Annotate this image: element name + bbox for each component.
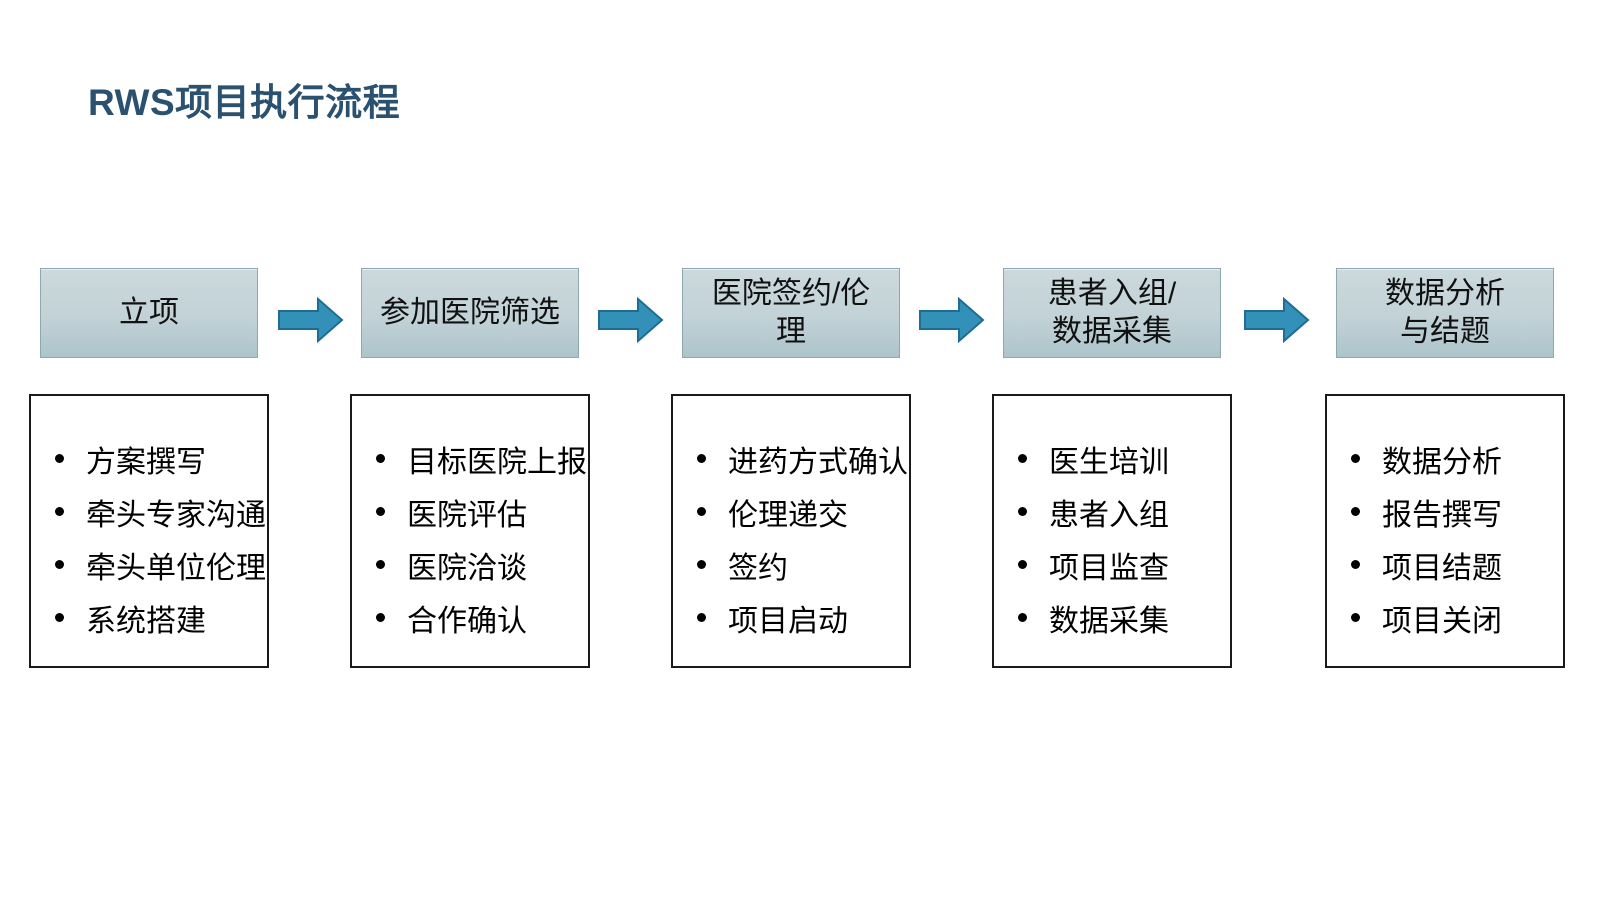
detail-list: 医生培训 患者入组 项目监查 数据采集	[994, 396, 1230, 644]
bullet-icon	[697, 560, 706, 569]
detail-box-enrollment-data: 医生培训 患者入组 项目监查 数据采集	[992, 394, 1232, 668]
list-item: 项目关闭	[1327, 591, 1563, 644]
bullet-icon	[1351, 454, 1360, 463]
bullet-icon	[1018, 507, 1027, 516]
list-item-label: 医院洽谈	[407, 551, 527, 585]
detail-box-signing-ethics: 进药方式确认 伦理递交 签约 项目启动	[671, 394, 911, 668]
list-item: 数据分析	[1327, 432, 1563, 485]
bullet-icon	[1018, 560, 1027, 569]
list-item-label: 报告撰写	[1382, 498, 1502, 532]
detail-box-initiation: 方案撰写 牵头专家沟通 牵头单位伦理 系统搭建	[29, 394, 269, 668]
list-item: 医院洽谈	[352, 538, 588, 591]
bullet-icon	[1351, 560, 1360, 569]
list-item-label: 项目监查	[1049, 551, 1169, 585]
bullet-icon	[697, 454, 706, 463]
bullet-icon	[1018, 613, 1027, 622]
list-item: 目标医院上报	[352, 432, 588, 485]
list-item: 报告撰写	[1327, 485, 1563, 538]
bullet-icon	[1351, 507, 1360, 516]
list-item: 系统搭建	[31, 591, 267, 644]
stage-box-hospital-screening: 参加医院筛选	[361, 268, 579, 358]
stage-title: 数据分析 与结题	[1385, 277, 1505, 348]
list-item-label: 项目关闭	[1382, 604, 1502, 638]
bullet-icon	[55, 560, 64, 569]
stage-box-signing-ethics: 医院签约/伦 理	[682, 268, 900, 358]
list-item-label: 签约	[728, 551, 788, 585]
list-item-label: 项目结题	[1382, 551, 1502, 585]
bullet-icon	[376, 560, 385, 569]
stage-column-enrollment-data: 患者入组/ 数据采集 医生培训 患者入组 项目监查 数据采集	[992, 268, 1232, 678]
stage-title: 立项	[119, 296, 179, 329]
bullet-icon	[1018, 454, 1027, 463]
bullet-icon	[55, 454, 64, 463]
list-item-label: 目标医院上报	[407, 445, 587, 479]
detail-list: 进药方式确认 伦理递交 签约 项目启动	[673, 396, 909, 644]
detail-list: 方案撰写 牵头专家沟通 牵头单位伦理 系统搭建	[31, 396, 267, 644]
list-item-label: 牵头单位伦理	[86, 551, 266, 585]
list-item: 伦理递交	[673, 485, 909, 538]
list-item-label: 进药方式确认	[728, 445, 908, 479]
list-item: 牵头单位伦理	[31, 538, 267, 591]
list-item-label: 方案撰写	[86, 445, 206, 479]
list-item-label: 医院评估	[407, 498, 527, 532]
bullet-icon	[376, 613, 385, 622]
stage-title: 参加医院筛选	[380, 296, 560, 329]
stage-box-enrollment-data: 患者入组/ 数据采集	[1003, 268, 1221, 358]
bullet-icon	[376, 454, 385, 463]
list-item: 签约	[673, 538, 909, 591]
detail-list: 数据分析 报告撰写 项目结题 项目关闭	[1327, 396, 1563, 644]
list-item: 患者入组	[994, 485, 1230, 538]
flow-arrow-icon	[1244, 297, 1310, 343]
list-item-label: 系统搭建	[86, 604, 206, 638]
list-item: 合作确认	[352, 591, 588, 644]
bullet-icon	[697, 613, 706, 622]
stage-box-initiation: 立项	[40, 268, 258, 358]
list-item-label: 患者入组	[1049, 498, 1169, 532]
stage-column-analysis-closure: 数据分析 与结题 数据分析 报告撰写 项目结题 项目关闭	[1325, 268, 1565, 678]
stage-column-hospital-screening: 参加医院筛选 目标医院上报 医院评估 医院洽谈 合作确认	[350, 268, 590, 678]
list-item-label: 牵头专家沟通	[86, 498, 266, 532]
detail-box-analysis-closure: 数据分析 报告撰写 项目结题 项目关闭	[1325, 394, 1565, 668]
list-item: 牵头专家沟通	[31, 485, 267, 538]
list-item: 医生培训	[994, 432, 1230, 485]
bullet-icon	[376, 507, 385, 516]
list-item-label: 项目启动	[728, 604, 848, 638]
bullet-icon	[55, 507, 64, 516]
flow-arrow-icon	[278, 297, 344, 343]
detail-box-hospital-screening: 目标医院上报 医院评估 医院洽谈 合作确认	[350, 394, 590, 668]
flow-arrow-icon	[598, 297, 664, 343]
bullet-icon	[55, 613, 64, 622]
stage-column-initiation: 立项 方案撰写 牵头专家沟通 牵头单位伦理 系统搭建	[29, 268, 269, 678]
stage-box-analysis-closure: 数据分析 与结题	[1336, 268, 1554, 358]
list-item: 医院评估	[352, 485, 588, 538]
bullet-icon	[1351, 613, 1360, 622]
stage-column-signing-ethics: 医院签约/伦 理 进药方式确认 伦理递交 签约 项目启动	[671, 268, 911, 678]
list-item-label: 数据采集	[1049, 604, 1169, 638]
detail-list: 目标医院上报 医院评估 医院洽谈 合作确认	[352, 396, 588, 644]
list-item: 项目监查	[994, 538, 1230, 591]
flow-arrow-icon	[919, 297, 985, 343]
list-item: 项目结题	[1327, 538, 1563, 591]
list-item-label: 医生培训	[1049, 445, 1169, 479]
stage-title: 医院签约/伦 理	[711, 277, 871, 348]
list-item-label: 伦理递交	[728, 498, 848, 532]
list-item: 数据采集	[994, 591, 1230, 644]
stage-title: 患者入组/ 数据采集	[1047, 277, 1177, 348]
bullet-icon	[697, 507, 706, 516]
list-item-label: 合作确认	[407, 604, 527, 638]
list-item: 方案撰写	[31, 432, 267, 485]
list-item: 进药方式确认	[673, 432, 909, 485]
list-item: 项目启动	[673, 591, 909, 644]
page-title: RWS项目执行流程	[88, 82, 401, 123]
list-item-label: 数据分析	[1382, 445, 1502, 479]
